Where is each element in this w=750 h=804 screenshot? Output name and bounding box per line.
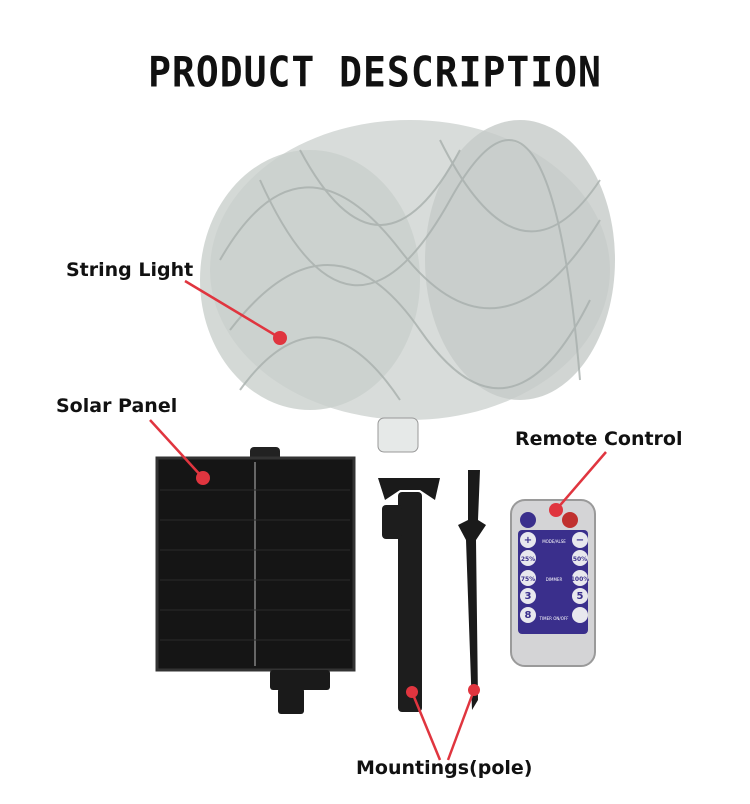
remote-button-label: 3 [525, 591, 532, 602]
label-mountings: Mountings(pole) [356, 757, 533, 779]
remote-button-label: 25% [521, 556, 535, 563]
remote-button-label: 8 [525, 610, 532, 621]
remote-button-label: 5 [577, 591, 584, 602]
remote-control-image [510, 499, 596, 667]
remote-section-label: MODE/ALSE [542, 539, 566, 544]
remote-button-label: + [524, 535, 532, 546]
remote-button-label: 50% [573, 556, 587, 563]
remote-button-label: 100% [571, 576, 590, 583]
label-string-light: String Light [66, 259, 194, 281]
remote-section-label: TIMER ON/OFF [539, 616, 570, 621]
callout-lines [149, 279, 607, 761]
remote-section-label: DIMMER [546, 577, 563, 582]
solar-panel-image [155, 447, 356, 714]
page-title: PRODUCT DESCRIPTION [148, 47, 602, 97]
string-light-image [200, 120, 615, 453]
mounting-poles-image [378, 470, 486, 712]
remote-button-label: − [576, 535, 584, 546]
remote-button-label: 75% [521, 576, 535, 583]
callout-dots [196, 331, 563, 698]
label-solar-panel: Solar Panel [56, 395, 178, 417]
label-remote-control: Remote Control [515, 428, 683, 450]
